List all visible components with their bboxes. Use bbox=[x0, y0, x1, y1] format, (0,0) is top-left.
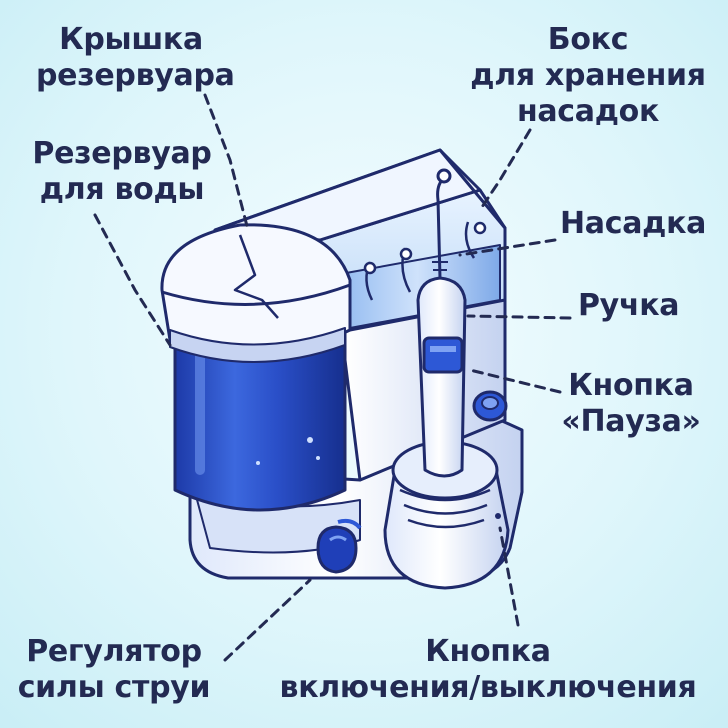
label-tip: Насадка bbox=[560, 206, 706, 242]
pause-button-graphic bbox=[472, 390, 508, 422]
stored-tips bbox=[363, 221, 487, 301]
label-handle: Ручка bbox=[578, 288, 680, 324]
label-tip-storage-box: Бокс для хранения насадок bbox=[468, 22, 708, 130]
leader-pause-button bbox=[468, 368, 562, 394]
label-line: Насадка bbox=[560, 206, 707, 241]
label-line: резервуара bbox=[36, 58, 235, 93]
label-line: Бокс bbox=[547, 22, 629, 57]
label-pause-button: Кнопка «Пауза» bbox=[556, 368, 706, 440]
label-line: «Пауза» bbox=[561, 404, 701, 439]
leader-tip-storage-box bbox=[478, 128, 532, 212]
label-line: для воды bbox=[39, 172, 205, 207]
power-button-graphic bbox=[495, 513, 501, 519]
label-line: Крышка bbox=[59, 22, 203, 57]
label-line: Кнопка bbox=[425, 634, 551, 669]
leader-lines bbox=[93, 93, 572, 662]
label-pressure-regulator: Регулятор силы струи bbox=[14, 634, 214, 706]
label-line: Резервуар bbox=[32, 136, 212, 171]
handle-tip bbox=[432, 168, 452, 279]
pressure-regulator-knob bbox=[316, 518, 362, 574]
reservoir-lid bbox=[160, 223, 352, 363]
leader-reservoir-lid bbox=[203, 93, 250, 232]
leader-water-reservoir bbox=[93, 213, 172, 347]
leader-handle bbox=[466, 314, 572, 320]
label-line: насадок bbox=[516, 94, 660, 129]
label-line: включения/выключения bbox=[279, 670, 697, 705]
label-line: Кнопка bbox=[568, 368, 694, 403]
label-line: Ручка bbox=[578, 288, 680, 323]
label-line: Регулятор bbox=[26, 634, 202, 669]
leader-pressure-regulator bbox=[223, 578, 312, 662]
label-line: силы струи bbox=[17, 670, 211, 705]
label-reservoir-lid: Крышка резервуара bbox=[36, 22, 235, 94]
handle bbox=[416, 276, 467, 478]
leader-tip bbox=[458, 238, 557, 257]
label-line: для хранения bbox=[470, 58, 706, 93]
label-power-button: Кнопка включения/выключения bbox=[278, 634, 698, 706]
leader-power-button bbox=[498, 526, 520, 627]
label-water-reservoir: Резервуар для воды bbox=[22, 136, 222, 208]
